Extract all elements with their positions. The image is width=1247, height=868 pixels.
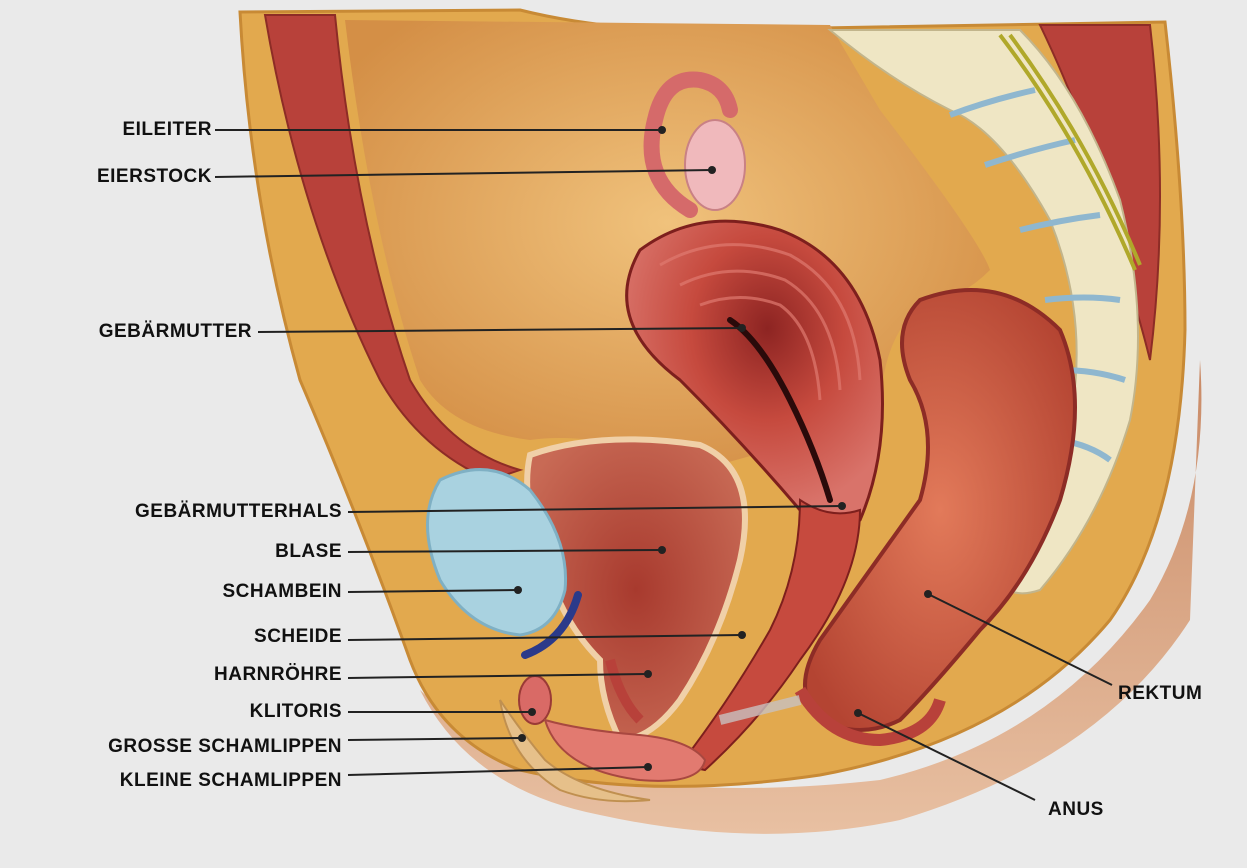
label-gebaermutterhals: GEBÄRMUTTERHALS bbox=[135, 501, 342, 523]
label-grosse-schamlippen: GROSSE SCHAMLIPPEN bbox=[108, 736, 342, 758]
label-gebaermutter: GEBÄRMUTTER bbox=[99, 321, 252, 343]
label-klitoris: KLITORIS bbox=[250, 701, 342, 723]
label-blase: BLASE bbox=[275, 541, 342, 563]
label-anus: ANUS bbox=[1048, 799, 1104, 821]
label-eileiter: EILEITER bbox=[122, 119, 212, 141]
ovary bbox=[685, 120, 745, 210]
label-kleine-schamlippen: KLEINE SCHAMLIPPEN bbox=[120, 770, 342, 792]
label-schambein: SCHAMBEIN bbox=[222, 581, 342, 603]
clitoris bbox=[519, 676, 551, 724]
label-eierstock: EIERSTOCK bbox=[97, 166, 212, 188]
label-harnroehre: HARNRÖHRE bbox=[214, 664, 342, 686]
label-rektum: REKTUM bbox=[1118, 683, 1202, 705]
label-scheide: SCHEIDE bbox=[254, 626, 342, 648]
